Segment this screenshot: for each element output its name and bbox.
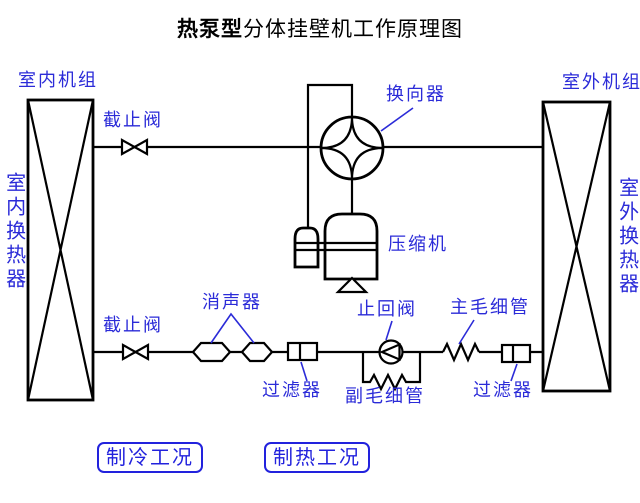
stop-valve-top-label: 截止阀 [103,110,163,131]
filter-left-leader [300,361,308,382]
heating-mode-button[interactable]: 制热工况 [264,442,370,473]
filter-left-label: 过滤器 [262,380,322,401]
compressor-symbol [323,212,379,281]
check-valve-label: 止回阀 [357,299,417,320]
stop-valve-bottom-symbol [121,343,150,361]
aux-capillary-label: 副毛细管 [345,386,425,407]
stop-valve-top-symbol [120,138,149,156]
stop-valve-bottom-label: 截止阀 [103,315,163,336]
main-capillary-label: 主毛细管 [450,297,530,318]
title-bold-part: 热泵型 [177,17,243,41]
indoor-unit-label: 室内机组 [18,70,98,91]
reversing-valve-label: 换向器 [386,84,446,105]
compressor-label: 压缩机 [388,234,448,255]
muffler-label: 消声器 [202,292,262,313]
reversing-valve-leader [380,107,414,132]
filter-right-symbol [500,343,532,364]
check-valve-leader [385,320,393,341]
outdoor-heat-exchanger-symbol [541,100,612,393]
indoor-heat-exchanger-symbol [26,98,95,402]
check-valve-symbol [378,339,404,365]
accumulator-symbol [293,226,320,269]
reversing-valve-symbol [319,115,385,181]
cooling-mode-button[interactable]: 制冷工况 [97,442,203,473]
title-rest-part: 分体挂壁机工作原理图 [243,17,463,41]
muffler-leader [210,312,255,344]
main-capillary-symbol [442,341,480,363]
suction-loop-pipe [306,83,354,227]
muffler-symbol [191,341,274,363]
indoor-heat-exchanger-label: 室内换热器 [2,172,27,292]
outdoor-heat-exchanger-label: 室外换热器 [615,177,640,297]
filter-right-label: 过滤器 [473,380,533,401]
filter-left-symbol [286,341,319,362]
main-capillary-leader [458,319,475,345]
compressor-mount-icon [335,276,369,294]
page-title: 热泵型分体挂壁机工作原理图 [0,13,640,43]
outdoor-unit-label: 室外机组 [562,72,640,93]
filter-right-leader [510,363,518,382]
aux-capillary-symbol [361,352,422,392]
